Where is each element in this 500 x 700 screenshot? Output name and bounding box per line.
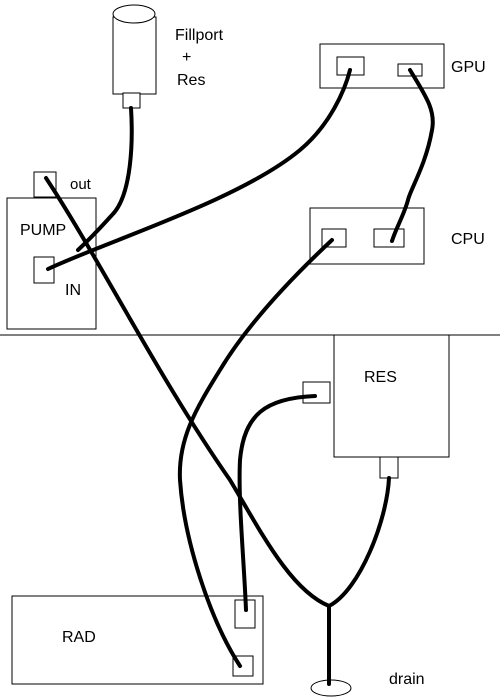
pump-outlet-port (33, 171, 57, 198)
pump-out-label: out (70, 176, 92, 193)
main-reservoir (302, 334, 450, 479)
gpu-block (319, 43, 445, 89)
tube-fillport-to-pump-inlet (76, 106, 134, 252)
fillport-cap (112, 4, 156, 24)
tube-pump-out-to-drain-tee (44, 176, 331, 608)
fillport-outlet-port (122, 92, 141, 109)
pump-label: PUMP (20, 222, 66, 239)
gpu-body (319, 43, 445, 89)
fillport-reservoir (112, 4, 157, 109)
pump-in-label: IN (65, 282, 81, 299)
radiator-block (11, 595, 264, 685)
radiator-body (11, 595, 264, 685)
tube-cpu-to-radiator-lower (177, 238, 334, 668)
cpu-block (309, 207, 425, 265)
reservoir-inlet-port (302, 381, 331, 404)
fillport-plus-label: + (182, 49, 191, 66)
cpu-outlet-port (373, 228, 405, 248)
tube-gpu-to-cpu (390, 68, 435, 243)
fillport-label: Fillport (175, 27, 224, 44)
drain-label: drain (389, 671, 425, 688)
reservoir-outlet-port (379, 456, 399, 479)
fillport-res-label: Res (177, 72, 205, 89)
reservoir-label: RES (364, 369, 397, 386)
tube-pump-inlet-to-gpu (46, 68, 352, 271)
tubing (44, 68, 435, 686)
fillport-body (112, 16, 157, 95)
radiator-label: RAD (62, 629, 96, 646)
cpu-label: CPU (451, 231, 485, 248)
tube-reservoir-to-drain-tee (327, 476, 391, 608)
pump-inlet-port (33, 256, 55, 284)
reservoir-body (333, 334, 450, 458)
gpu-label: GPU (451, 59, 486, 76)
pump-block (6, 171, 97, 330)
tube-radiator-upper-to-reservoir (237, 394, 317, 612)
